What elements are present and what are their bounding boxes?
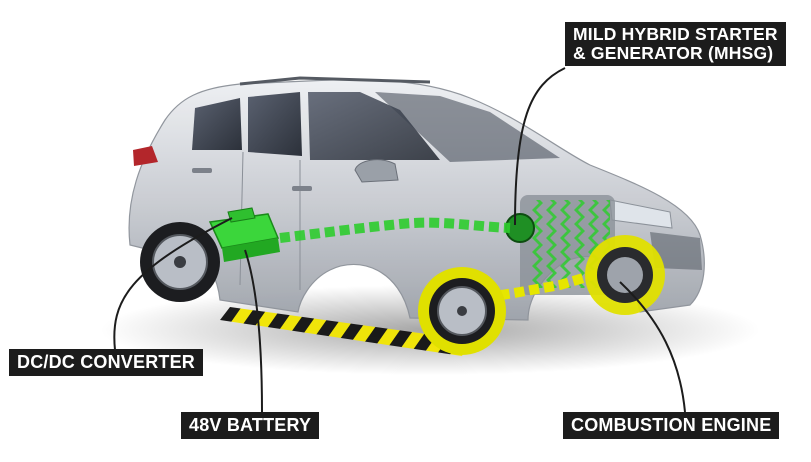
engine-leader-line	[619, 281, 686, 413]
front-door-window	[308, 92, 440, 160]
combustion-engine-label: COMBUSTION ENGINE	[563, 412, 780, 439]
rear-wheel	[140, 222, 220, 302]
tail-light	[133, 146, 158, 166]
mhsg-leader-line	[514, 67, 566, 226]
door-handle-front	[292, 186, 312, 191]
far-front-wheel	[585, 235, 665, 315]
hazard-stripe	[220, 307, 470, 356]
door-handle-rear	[192, 168, 212, 173]
rear-door-window	[248, 92, 302, 156]
side-mirror	[354, 159, 399, 183]
front-wheel	[418, 267, 506, 355]
engine-block	[520, 195, 615, 295]
windshield	[375, 92, 560, 162]
electric-flow-arrow	[279, 217, 511, 243]
rear-window	[192, 98, 242, 150]
roof-rail	[239, 76, 431, 86]
battery-pack	[208, 213, 280, 262]
mhsg-label: MILD HYBRID STARTER & GENERATOR (MHSG)	[565, 22, 786, 66]
battery-label: 48V BATTERY	[181, 412, 320, 439]
battery-leader-line	[244, 249, 263, 413]
dcdc-leader-line	[113, 217, 233, 351]
dcdc-converter-label: DC/DC CONVERTER	[9, 349, 204, 376]
front-grille	[650, 232, 702, 270]
mhsg-unit	[505, 213, 535, 243]
